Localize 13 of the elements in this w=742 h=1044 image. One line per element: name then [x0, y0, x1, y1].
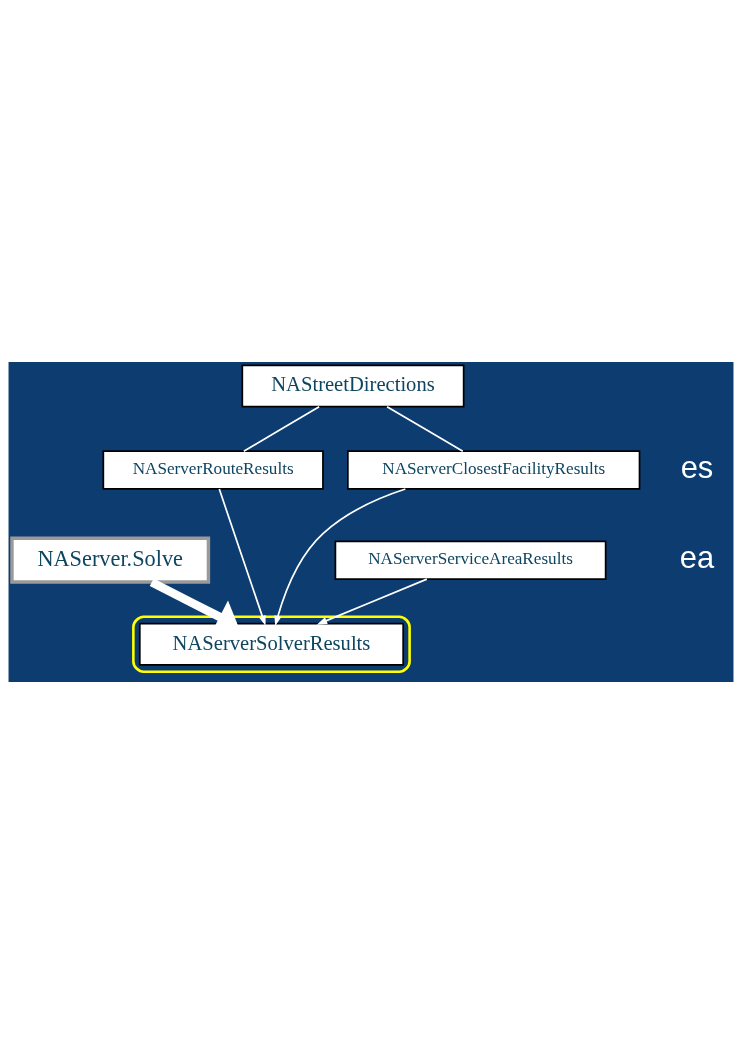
connector — [242, 405, 320, 453]
node-box: NAServerSolverResults — [138, 622, 405, 666]
arrow — [274, 488, 407, 627]
node-box: NAServerServiceAreaResults — [334, 540, 607, 580]
node-box: NAServerClosestFacilityResults — [346, 450, 641, 490]
label: es — [680, 449, 714, 485]
connector — [386, 405, 464, 453]
arrow — [316, 578, 428, 625]
arrow — [218, 488, 266, 626]
label: ea — [679, 539, 715, 575]
node-box: NAServerRouteResults — [102, 450, 324, 490]
node-box: NAStreetDirections — [241, 364, 465, 408]
node-box: NAServer.Solve — [10, 536, 211, 584]
